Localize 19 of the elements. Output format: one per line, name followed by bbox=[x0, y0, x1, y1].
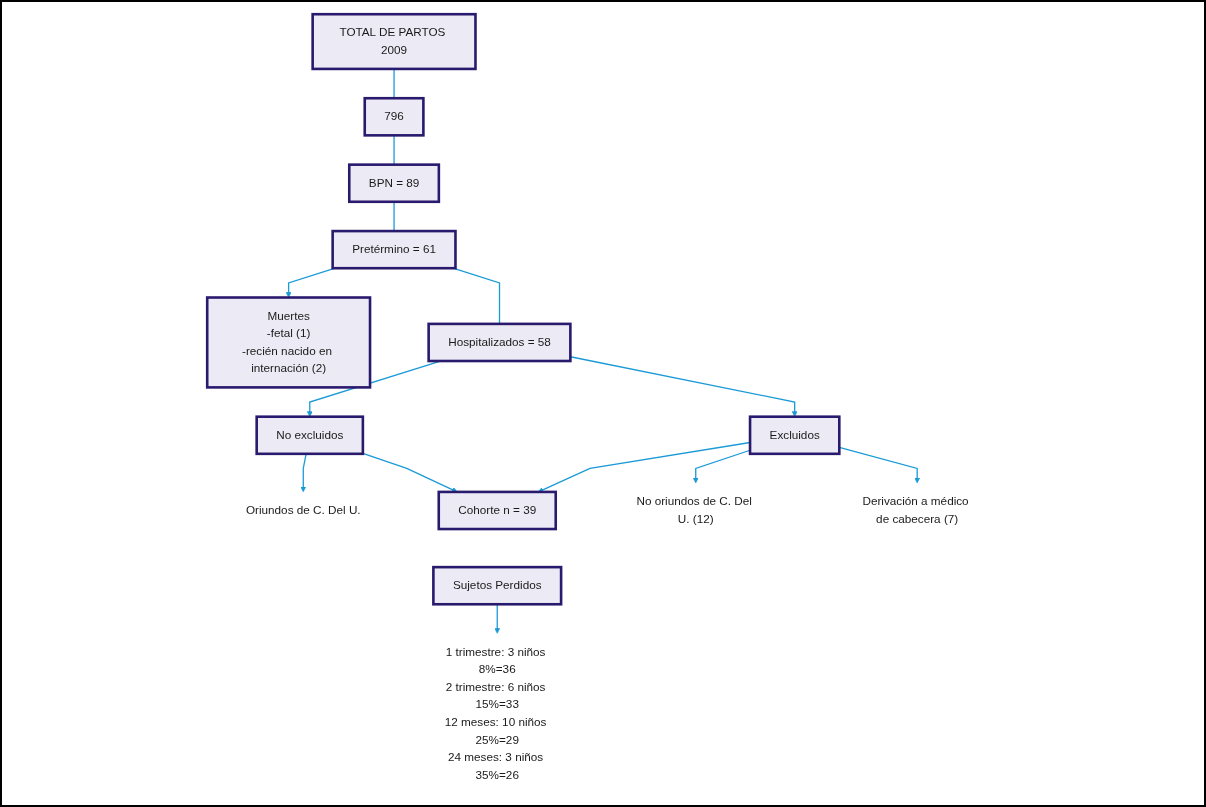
node-text: 1 trimestre: 3 niños 8%=36 2 trimestre: 6 niños 15%=33 12 meses: 10 niños 25%=29 24 meses: 3 niños 35%=26 bbox=[444, 644, 547, 781]
node-box: Hospitalizados = 58 bbox=[427, 322, 572, 362]
node-box: Muertes -fetal (1) -recién nacido en internación (2) bbox=[206, 295, 372, 389]
node-text: Derivación a médico de cabecera (7) bbox=[862, 494, 969, 525]
node-text: No oriundos de C. Del U. (12) bbox=[636, 494, 752, 525]
arrow bbox=[494, 603, 501, 634]
node-text: Oriundos de C. Del U. bbox=[246, 503, 361, 517]
node-box: Cohorte n = 39 bbox=[437, 490, 558, 530]
node-box: No excluidos bbox=[255, 414, 365, 455]
arrow bbox=[692, 449, 751, 483]
node-box: TOTAL DE PARTOS 2009 bbox=[311, 12, 477, 70]
node-box: BPN = 89 bbox=[348, 162, 441, 203]
node-box: Excluidos bbox=[748, 414, 841, 455]
connector bbox=[393, 134, 395, 165]
node-box: Sujetos Perdidos bbox=[432, 565, 563, 606]
node-box: 796 bbox=[363, 96, 425, 137]
node-box: Pretérmino = 61 bbox=[331, 229, 457, 269]
arrow bbox=[538, 441, 751, 492]
arrow bbox=[362, 452, 458, 492]
